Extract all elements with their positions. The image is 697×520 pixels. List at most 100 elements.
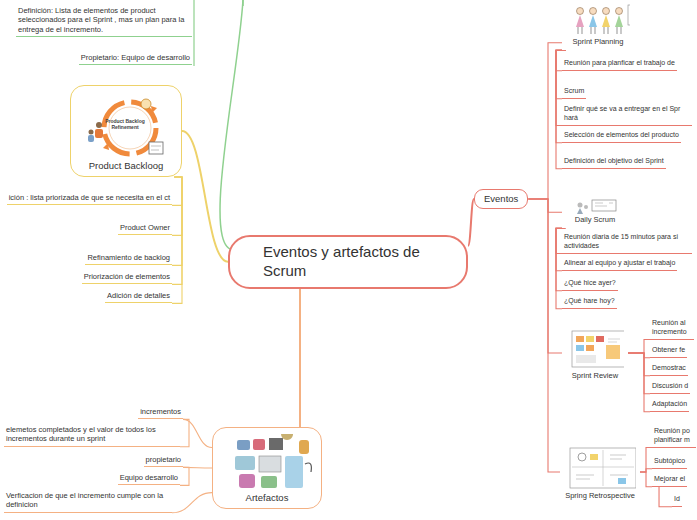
topic-leaf: Scrum — [562, 86, 586, 99]
illustration-part — [151, 106, 157, 113]
branch-line — [528, 199, 562, 353]
topic-text: Reunión al incremento — [652, 319, 692, 337]
illustration-part — [253, 439, 265, 450]
branch-line — [172, 177, 182, 235]
topic-text: Adición de detalles — [107, 291, 170, 300]
topic-leaf: elemetos completados y el valor de todos… — [4, 424, 180, 447]
image-topic: Artefactos — [212, 427, 322, 509]
topic-text: Reunión para planficar el trabajo de — [564, 59, 675, 68]
illustration-part — [606, 345, 620, 359]
branch-line — [556, 228, 565, 270]
branch-topic: Eventos — [474, 189, 528, 209]
illustration-part — [628, 5, 630, 25]
topic-text: Product Backloog — [89, 160, 163, 172]
illustration-part — [578, 27, 582, 34]
topic-leaf: Priorización de elementos — [82, 271, 172, 284]
illustration-part — [305, 463, 311, 472]
review-illustration — [566, 327, 624, 371]
topic-text: Reunión diaria de 15 minutos para si act… — [564, 233, 690, 251]
topic-text: Discusión d — [652, 382, 688, 391]
illustration-part — [570, 448, 636, 488]
illustration-part — [584, 205, 588, 209]
illustration-part — [595, 203, 613, 206]
image-topic: Spring Retrospective — [560, 440, 640, 504]
branch-line — [172, 177, 182, 205]
branch-line — [556, 228, 565, 253]
illustration-part — [572, 331, 624, 367]
appliances-illustration — [217, 434, 317, 492]
branch-line — [628, 353, 650, 412]
illustration-part — [615, 15, 623, 27]
topic-leaf: incrementos — [138, 406, 183, 419]
illustration-part — [603, 8, 610, 15]
topic-text: Adaptación — [652, 400, 687, 409]
retro-illustration — [564, 445, 636, 491]
branch-line — [556, 228, 565, 308]
topic-text: propietario — [146, 455, 181, 464]
topic-leaf: Propietario: Equipo de desarrollo — [79, 52, 192, 65]
topic-leaf: Reunión para planficar el trabajo de — [562, 58, 677, 71]
image-topic: Sprint Planning — [562, 0, 634, 50]
topic-text: elemetos completados y el valor de todos… — [6, 425, 178, 444]
illustration-part — [602, 15, 610, 27]
image-topic: Daily Scrum — [562, 196, 628, 228]
illustration-part — [576, 15, 584, 27]
topic-leaf: Definición: Lista de elementos de produc… — [16, 5, 192, 37]
branch-line — [468, 199, 474, 246]
illustration-part — [285, 456, 303, 488]
branch-line — [172, 177, 182, 303]
topic-text: ición : lista priorizada de que se neces… — [9, 193, 170, 202]
topic-leaf: ¿Qué hare hoy? — [562, 296, 617, 309]
illustration-part — [237, 440, 250, 450]
topic-text: Selección de elementos del producto — [564, 131, 679, 140]
topic-text: ¿Qué hare hoy? — [564, 297, 615, 306]
topic-text: Eventos y artefactos de Scrum — [263, 243, 443, 281]
branch-line — [528, 199, 562, 212]
main-branch — [220, 0, 243, 250]
daily-illustration — [566, 199, 624, 215]
illustration-part — [604, 27, 608, 34]
topic-text: Daily Scrum — [575, 215, 615, 224]
illustration-part — [95, 129, 103, 138]
planning-illustration — [566, 3, 630, 37]
illustration-label: Product Backlog Refinement — [102, 119, 148, 130]
topic-text: Artefactos — [246, 492, 289, 504]
illustration-part — [577, 208, 583, 214]
topic-leaf: Demostrac — [650, 363, 688, 376]
topic-leaf: Reunión po planificar m — [652, 426, 696, 448]
illustration-part — [261, 476, 277, 488]
topic-text: Eventos — [484, 193, 518, 205]
topic-text: Sprint Planning — [573, 37, 624, 46]
illustration-part — [590, 8, 597, 15]
topic-text: Subtópico — [654, 457, 685, 466]
branch-line — [172, 177, 182, 265]
topic-text: Verficacion de que el incremento cumple … — [6, 491, 170, 510]
topic-text: Obtener fe — [652, 346, 685, 355]
topic-text: Refinamiento de backlog — [87, 253, 170, 262]
branch-line — [628, 340, 650, 354]
main-branch — [242, 0, 244, 6]
illustration-part — [239, 474, 255, 488]
topic-leaf: ición : lista priorizada de que se neces… — [7, 192, 172, 205]
topic-text: Reunión po planificar m — [654, 427, 694, 445]
illustration-part — [618, 478, 626, 484]
topic-text: Equipo desarrollo — [120, 473, 178, 482]
topic-text: Scrum — [564, 87, 584, 96]
topic-leaf: Mejorar el — [652, 474, 687, 487]
topic-text: ¿Qué hice ayer? — [564, 279, 616, 288]
branch-trunk — [193, 0, 194, 66]
topic-text: Definir qué se va a entregar en el Spr h… — [564, 105, 690, 123]
illustration-part — [576, 336, 584, 342]
topic-leaf: Subtópico — [652, 456, 687, 469]
topic-leaf: Definición del objetivo del Sprint — [562, 156, 666, 169]
illustration-part — [235, 456, 255, 470]
illustration-part — [589, 15, 597, 27]
illustration-part — [269, 438, 283, 450]
branch-line — [180, 467, 189, 485]
illustration-part — [141, 99, 151, 109]
illustration-part — [591, 27, 595, 34]
topic-leaf: Reunión al incremento — [650, 318, 694, 340]
topic-text: Demostrac — [652, 364, 686, 373]
illustration-part — [151, 146, 161, 150]
branch-line — [299, 289, 301, 428]
